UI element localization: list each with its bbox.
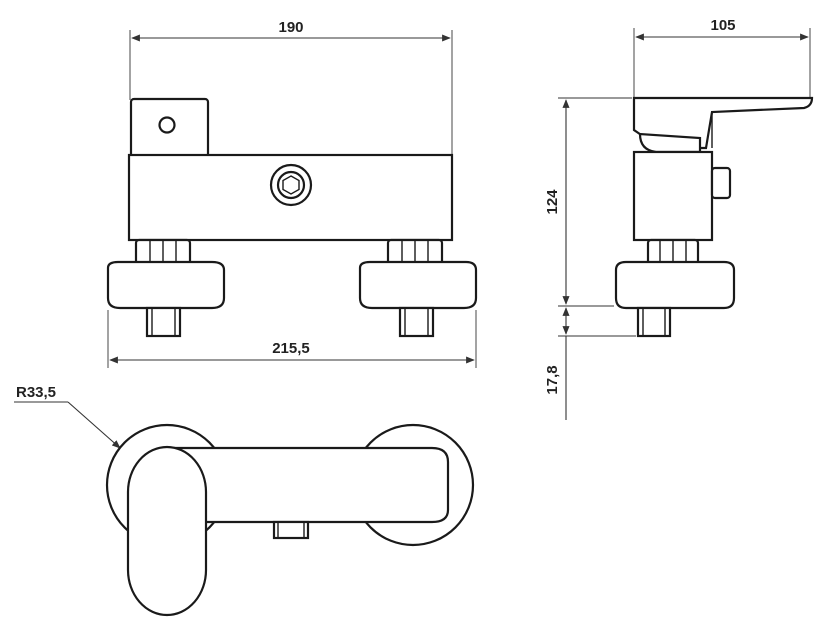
side-view: 105 124 17,8 [544,17,814,420]
top-view: R33,5 [14,384,475,617]
side-knob [710,166,732,200]
top-outlet [272,520,310,540]
hex-outlet [269,163,313,207]
top-lever [126,445,208,617]
dimension-depth: 105 [633,17,811,100]
front-view: 190 [106,19,478,368]
side-body [632,150,714,242]
dim-label-radius: R33,5 [16,384,56,401]
left-connector [106,238,226,338]
dim-label-17-8: 17,8 [544,365,561,394]
dim-label-215-5: 215,5 [272,340,310,357]
right-connector [358,238,478,338]
dimension-radius: R33,5 [14,384,121,449]
lever-pin-hole [158,116,176,134]
dimension-width-bottom: 215,5 [107,310,477,368]
top-body [168,446,450,524]
dim-label-105: 105 [710,17,735,34]
dimension-offset: 17,8 [544,307,636,420]
dimension-height: 124 [544,97,632,307]
dim-label-190: 190 [278,19,303,36]
dimension-width-top: 190 [129,19,453,155]
dim-label-124: 124 [544,189,561,215]
